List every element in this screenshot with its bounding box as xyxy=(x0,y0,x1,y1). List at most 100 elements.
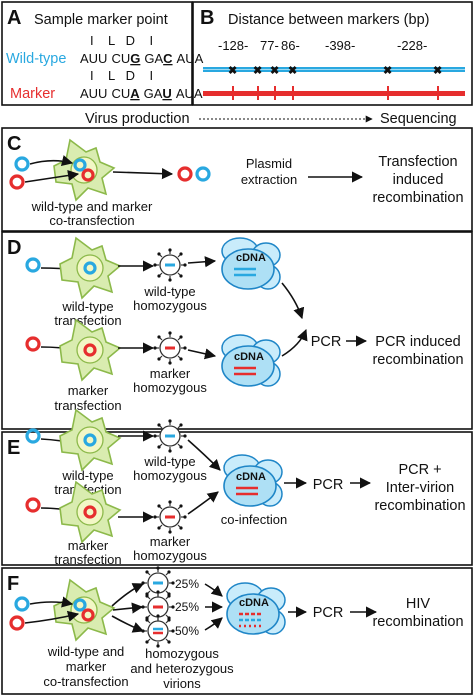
panel-b: B Distance between markers (bp) -128- 77… xyxy=(192,1,473,106)
marker-label: Marker xyxy=(10,86,55,102)
mutation-x-icon: ✖ xyxy=(228,65,237,77)
virion-caption-line: marker xyxy=(150,534,191,549)
wild-type-label: Wild-type xyxy=(6,51,66,67)
cdna-label: cDNA xyxy=(236,471,266,483)
pcr-label: PCR xyxy=(313,605,344,621)
cell-caption-line: wild-type xyxy=(61,299,113,314)
marker-plasmid-icon xyxy=(25,336,41,352)
panel-d-letter: D xyxy=(7,237,21,259)
virion-caption-line: homozygous xyxy=(133,468,207,483)
wild-type-cdna-icon: cDNA xyxy=(221,237,281,290)
virion-caption-line: virions xyxy=(163,676,201,691)
virion-percent: 50% xyxy=(175,624,199,638)
panel-a-letter: A xyxy=(7,7,21,29)
panel-d-border xyxy=(1,231,473,430)
virion-percent: 25% xyxy=(175,600,199,614)
cell-caption-line: transfection xyxy=(54,482,121,497)
distance-label: -398- xyxy=(325,38,355,53)
heterozygous-virion-icon xyxy=(140,613,176,649)
process-timeline: Virus production Sequencing xyxy=(85,111,457,127)
virion-caption-line: marker xyxy=(150,366,191,381)
cell-caption-line: transfection xyxy=(54,552,121,567)
wild-type-plasmid-icon xyxy=(195,166,211,182)
result-label-line: PCR + xyxy=(398,462,441,478)
virion-caption-line: homozygous xyxy=(133,380,207,395)
cell-caption-line: co-transfection xyxy=(43,674,128,689)
marker-virion-icon xyxy=(152,330,188,366)
cell-caption-line: marker xyxy=(66,659,107,674)
panel-b-letter: B xyxy=(200,7,214,29)
panel-d: D wild-type transfection wild-type homoz… xyxy=(1,231,473,430)
transfected-cell-icon xyxy=(53,579,115,641)
panel-e-letter: E xyxy=(7,437,20,459)
panel-f-letter: F xyxy=(7,573,19,595)
coinfection-label: co-infection xyxy=(221,512,287,527)
marker-virion-icon xyxy=(152,499,188,535)
cell-caption-line: wild-type xyxy=(61,468,113,483)
mixed-cdna-icon: cDNA xyxy=(226,582,286,635)
panel-c-border xyxy=(1,127,473,232)
wild-type-cell-icon xyxy=(59,237,121,299)
cell-caption-line: wild-type and xyxy=(47,644,125,659)
panel-e: E wild-type transfection wild-type homoz… xyxy=(1,409,473,567)
panel-b-border xyxy=(192,1,473,106)
virion-caption-line: wild-type xyxy=(143,284,195,299)
plasmid-label-line: Plasmid xyxy=(246,156,292,171)
panel-a-border xyxy=(1,1,193,106)
distance-label: -128- xyxy=(218,38,248,53)
marker-virion-icon xyxy=(140,589,176,625)
timeline-start-label: Virus production xyxy=(85,111,190,127)
wild-type-plasmid-icon xyxy=(25,257,41,273)
plasmid-label-line: extraction xyxy=(241,172,297,187)
mutation-x-icon: ✖ xyxy=(270,65,279,77)
panel-e-border xyxy=(1,431,473,566)
pcr-label: PCR xyxy=(313,477,344,493)
wild-type-virion-icon xyxy=(152,247,188,283)
mutation-x-icon: ✖ xyxy=(288,65,297,77)
panel-a-title: Sample marker point xyxy=(34,12,168,28)
cell-caption-line: marker xyxy=(68,538,109,553)
wild-type-cell-icon xyxy=(59,409,121,471)
cell-caption-line: marker xyxy=(68,383,109,398)
timeline-end-label: Sequencing xyxy=(380,111,457,127)
mutation-x-icon: ✖ xyxy=(383,65,392,77)
transfected-cell-icon xyxy=(53,139,115,201)
result-label-line: recombination xyxy=(372,352,463,368)
virion-caption-line: homozygous xyxy=(133,548,207,563)
cell-caption-line: co-transfection xyxy=(49,213,134,228)
wild-type-virion-icon xyxy=(152,418,188,454)
result-label-line: induced xyxy=(393,172,444,188)
cdna-label: cDNA xyxy=(234,351,264,363)
wild-type-genome: ✖ ✖ ✖ ✖ ✖ ✖ xyxy=(203,65,465,77)
mutation-x-icon: ✖ xyxy=(433,65,442,77)
result-label-line: recombination xyxy=(372,190,463,206)
marker-plasmid-icon xyxy=(9,174,25,190)
distance-label: 86- xyxy=(281,38,300,53)
distance-label: 77- xyxy=(260,38,279,53)
result-label-line: Transfection xyxy=(378,154,457,170)
cell-caption-line: transfection xyxy=(54,313,121,328)
result-label-line: HIV xyxy=(406,596,431,612)
result-label-line: recombination xyxy=(372,614,463,630)
virion-caption-line: homozygous xyxy=(145,646,219,661)
result-label-line: recombination xyxy=(374,498,465,514)
panel-a: A Sample marker point I L D I Wild-type … xyxy=(1,1,204,106)
cell-caption-line: wild-type and marker xyxy=(31,199,153,214)
panel-c-letter: C xyxy=(7,133,21,155)
wild-type-virion-icon xyxy=(140,565,176,601)
marker-genome xyxy=(203,86,465,100)
marker-plasmid-icon xyxy=(25,497,41,513)
pcr-label: PCR xyxy=(311,334,342,350)
virion-caption-line: wild-type xyxy=(143,454,195,469)
panel-c: C wild-type and marker co-transfection P… xyxy=(1,127,473,232)
marker-cell-icon xyxy=(59,481,121,543)
marker-plasmid-icon xyxy=(9,615,25,631)
result-label-line: Inter-virion xyxy=(386,480,455,496)
mutation-x-icon: ✖ xyxy=(253,65,262,77)
marker-plasmid-icon xyxy=(177,166,193,182)
panel-f-border xyxy=(1,567,473,695)
cell-caption-line: transfection xyxy=(54,398,121,413)
